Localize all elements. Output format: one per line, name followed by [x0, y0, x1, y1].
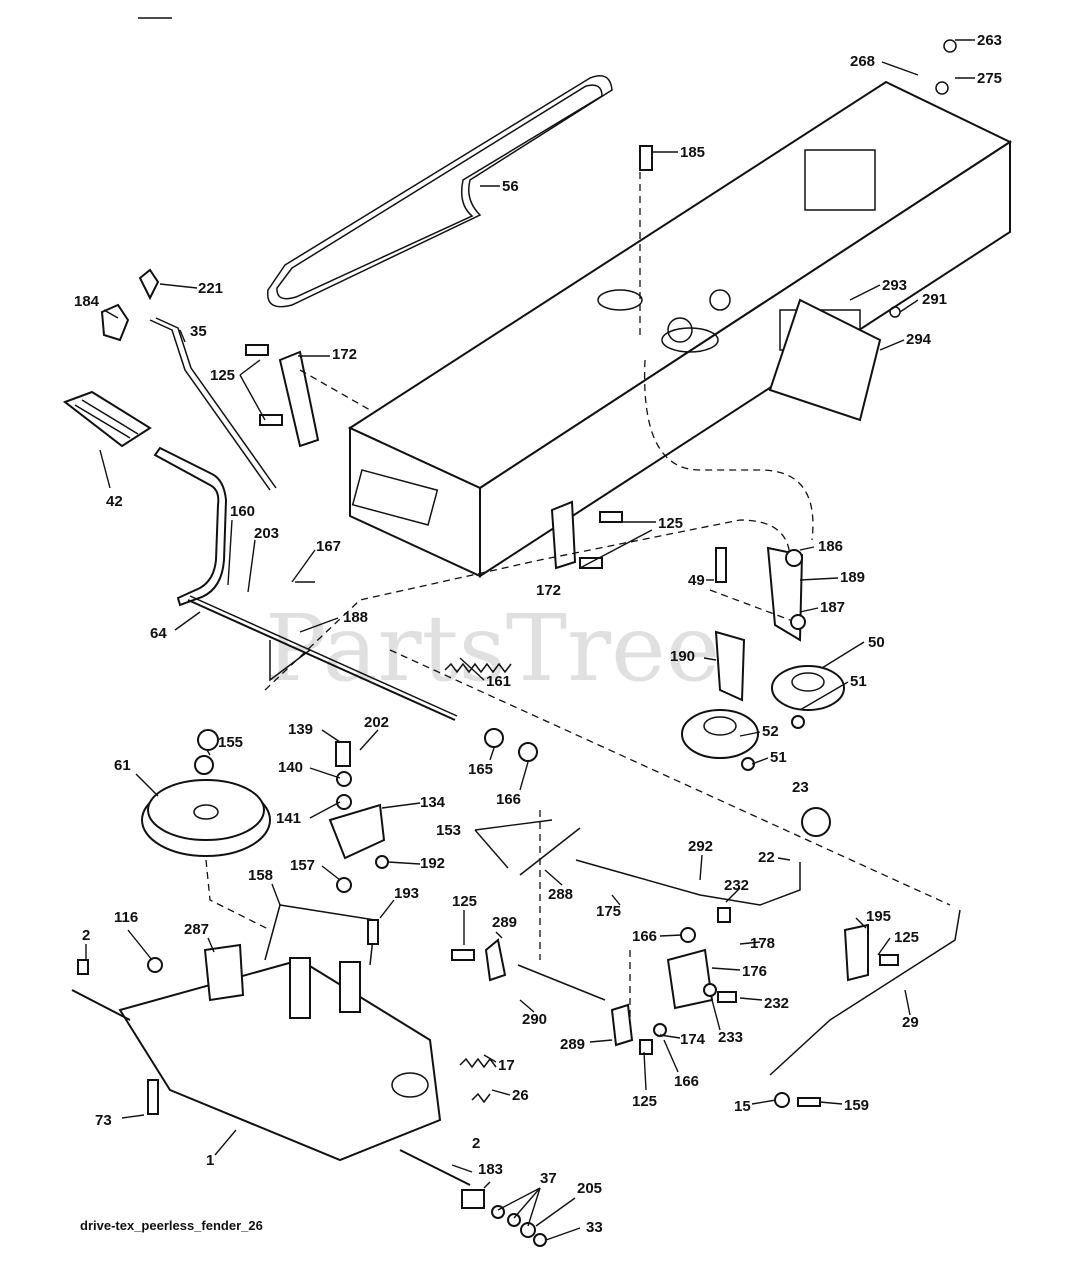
part-label: 50: [868, 634, 885, 651]
part-label: 51: [770, 749, 787, 766]
part-label: 140: [278, 759, 303, 776]
part-label: 158: [248, 867, 273, 884]
part-label: 287: [184, 921, 209, 938]
part-label: 125: [452, 893, 477, 910]
part-label: 178: [750, 935, 775, 952]
part-label: 125: [658, 515, 683, 532]
part-label: 205: [577, 1180, 602, 1197]
part-label: 288: [548, 886, 573, 903]
part-label: 1: [206, 1152, 214, 1169]
part-label: 186: [818, 538, 843, 555]
part-label: 188: [343, 609, 368, 626]
part-label: 155: [218, 734, 243, 751]
part-label: 193: [394, 885, 419, 902]
part-label: 165: [468, 761, 493, 778]
part-label: 290: [522, 1011, 547, 1028]
part-label: 23: [792, 779, 809, 796]
part-label: 263: [977, 32, 1002, 49]
part-label: 139: [288, 721, 313, 738]
part-label: 73: [95, 1112, 112, 1129]
part-label: 291: [922, 291, 947, 308]
part-label: 15: [734, 1098, 751, 1115]
part-label: 184: [74, 293, 100, 310]
part-label: 17: [498, 1057, 515, 1074]
part-label: 61: [114, 757, 131, 774]
part-label: 22: [758, 849, 775, 866]
part-label: 35: [190, 323, 207, 340]
transaxle: [71, 957, 471, 1186]
part-label: 232: [724, 877, 749, 894]
part-label: 233: [718, 1029, 743, 1046]
diagram-caption: drive-tex_peerless_fender_26: [80, 1218, 263, 1233]
part-label: 166: [632, 928, 657, 945]
idler-pulley: [771, 665, 845, 711]
part-label: 166: [674, 1073, 699, 1090]
part-label: 51: [850, 673, 867, 690]
part-label: 2: [82, 927, 90, 944]
leader-lines: [85, 39, 975, 1241]
part-label: 232: [764, 995, 789, 1012]
part-label: 292: [688, 838, 713, 855]
part-label: 268: [850, 53, 875, 70]
part-label: 190: [670, 648, 695, 665]
large-pulley: [141, 779, 271, 857]
part-label: 293: [882, 277, 907, 294]
part-label: 33: [586, 1219, 603, 1236]
part-label: 203: [254, 525, 279, 542]
linkages: [203, 298, 961, 1076]
part-label: 64: [150, 625, 167, 642]
part-label: 185: [680, 144, 705, 161]
cross-shaft: [187, 595, 458, 721]
part-label: 141: [276, 810, 301, 827]
part-label: 289: [492, 914, 517, 931]
part-label: 161: [486, 673, 511, 690]
part-label: 294: [906, 331, 932, 348]
part-label: 56: [502, 178, 519, 195]
part-label: 189: [840, 569, 865, 586]
spring: [444, 662, 512, 674]
part-label: 172: [536, 582, 561, 599]
part-label: 134: [420, 794, 446, 811]
part-label: 42: [106, 493, 123, 510]
part-label: 159: [844, 1097, 869, 1114]
part-label: 26: [512, 1087, 529, 1104]
routing-lines: [205, 160, 951, 1020]
part-label: 172: [332, 346, 357, 363]
part-label: 183: [478, 1161, 503, 1178]
part-label: 29: [902, 1014, 919, 1031]
part-label: 176: [742, 963, 767, 980]
pedal-assembly: [62, 268, 277, 607]
part-label: 49: [688, 572, 705, 589]
part-label: 289: [560, 1036, 585, 1053]
part-label: 160: [230, 503, 255, 520]
part-label: 175: [596, 903, 621, 920]
part-label: 157: [290, 857, 315, 874]
part-labels: 263 268 275 185 56 221 184 35 172 125 29…: [74, 32, 1002, 1236]
part-label: 187: [820, 599, 845, 616]
hardware: [77, 39, 957, 1247]
part-label: 275: [977, 70, 1002, 87]
part-label: 37: [540, 1170, 557, 1187]
part-label: 221: [198, 280, 223, 297]
part-label: 166: [496, 791, 521, 808]
part-label: 125: [894, 929, 919, 946]
part-label: 174: [680, 1031, 706, 1048]
part-label: 192: [420, 855, 445, 872]
frame-chassis: [347, 80, 1013, 578]
o-ring: [801, 807, 831, 837]
part-label: 153: [436, 822, 461, 839]
part-label: 2: [472, 1135, 480, 1152]
idler-pulley-lower: [681, 709, 759, 759]
part-label: 125: [210, 367, 235, 384]
watermark: PartsTree: [265, 595, 720, 702]
drive-belt: [266, 75, 613, 308]
part-label: 125: [632, 1093, 657, 1110]
part-label: 202: [364, 714, 389, 731]
part-label: 116: [114, 909, 138, 926]
part-label: 52: [762, 723, 779, 740]
part-label: 195: [866, 908, 891, 925]
part-label: 167: [316, 538, 341, 555]
